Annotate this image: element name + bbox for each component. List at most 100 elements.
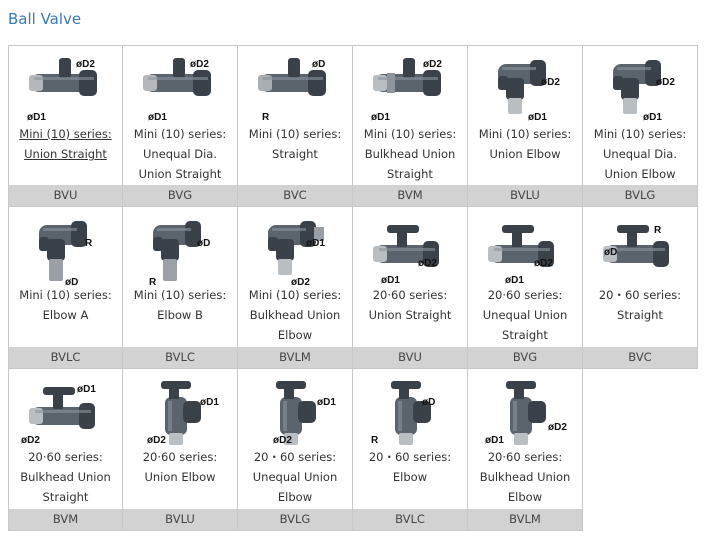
product-code: BVU xyxy=(353,347,467,368)
product-name-line: Mini (10) series: xyxy=(363,127,457,141)
product-name: Mini (10) series:Elbow A xyxy=(9,285,122,325)
ball-valve-image[interactable]: øD2 øD1 xyxy=(468,371,582,447)
dimension-label: R xyxy=(371,435,379,446)
dimension-label: øD2 xyxy=(423,59,442,70)
product-name-line: Union Elbow xyxy=(604,167,676,181)
product-name-line[interactable]: Mini (10) series: xyxy=(19,127,112,141)
dimension-label: øD2 xyxy=(548,422,567,433)
product-name: Mini (10) series: Unequal Dia. Union Strai… xyxy=(123,124,237,184)
ball-valve-image[interactable]: øDR xyxy=(238,48,352,124)
page-title: Ball Valve xyxy=(8,10,82,28)
ball-valve-image[interactable]: øDR xyxy=(353,371,467,447)
product-name-line[interactable]: Union Straight xyxy=(24,147,107,161)
product-code: BVLC xyxy=(353,509,467,530)
ball-valve-image[interactable]: RøD xyxy=(9,209,123,285)
product-name: Mini (10) series:Union Elbow xyxy=(468,124,582,164)
product-name-line: 20・60 series: xyxy=(368,450,452,464)
product-name-line: Mini (10) series: xyxy=(133,127,227,141)
product-name-line: Elbow B xyxy=(157,308,203,322)
product-name: 20・60 series: Straight xyxy=(583,285,697,325)
product-name: 20·60 series:Union Elbow xyxy=(123,447,237,487)
product-name: Mini (10) series:Straight xyxy=(238,124,352,164)
product-code: BVM xyxy=(9,509,122,530)
product-code: BVLG xyxy=(238,509,352,530)
product-code: BVLU xyxy=(123,509,237,530)
product-code: BVM xyxy=(353,185,467,206)
dimension-label: øD1 xyxy=(371,112,390,123)
product-name-line: Straight xyxy=(617,308,663,322)
product-code: BVC xyxy=(238,185,352,206)
product-code: BVLU xyxy=(468,185,582,206)
product-name-line: Union Straight xyxy=(368,308,452,322)
product-name-line: Mini (10) series: xyxy=(248,288,342,302)
product-name-line: Bulkhead Union xyxy=(249,308,341,322)
dimension-label: øD xyxy=(312,59,325,70)
product-name-line: Unequal Dia. xyxy=(142,147,218,161)
product-name-line: Bulkhead Union xyxy=(364,147,456,161)
product-name-line: Bulkhead Union xyxy=(479,470,571,484)
dimension-label: øD1 xyxy=(643,112,662,123)
product-name-line: Unequal Dia. xyxy=(602,147,678,161)
dimension-label: øD1 xyxy=(317,397,336,408)
product-name-line: Straight xyxy=(387,167,433,181)
dimension-label: øD2 xyxy=(147,435,166,446)
ball-valve-image[interactable]: RøD xyxy=(583,209,697,285)
product-name-line: Straight xyxy=(502,328,548,342)
product-name-line: 20·60 series: xyxy=(487,450,563,464)
dimension-label: øD xyxy=(604,247,617,258)
product-name: 20·60 series:Union Straight xyxy=(353,285,467,325)
product-name-line: Elbow xyxy=(277,328,313,342)
dimension-label: R xyxy=(85,238,93,249)
product-name-line: Union Straight xyxy=(138,167,222,181)
product-name: Mini (10) series:Unequal Dia.Union Elbow xyxy=(583,124,697,184)
product-name-line: Unequal Union xyxy=(252,470,338,484)
product-name-line: 20・60 series: xyxy=(598,288,682,302)
dimension-label: øD xyxy=(65,277,78,285)
dimension-label: R xyxy=(149,277,157,285)
ball-valve-image[interactable]: øDR xyxy=(123,209,237,285)
dimension-label: øD1 xyxy=(27,112,46,123)
ball-valve-image[interactable]: øD2 øD1 xyxy=(353,48,467,124)
product-name[interactable]: Mini (10) series: Union Straight xyxy=(9,124,122,164)
product-name-line: Unequal Union xyxy=(482,308,568,322)
dimension-label: øD1 xyxy=(528,112,547,123)
dimension-label: øD2 xyxy=(418,258,437,269)
product-name-line: 20·60 series: xyxy=(28,450,103,464)
dimension-label: øD1 xyxy=(485,435,504,446)
dimension-label: øD1 xyxy=(77,384,96,395)
product-name-line: Elbow xyxy=(392,470,428,484)
